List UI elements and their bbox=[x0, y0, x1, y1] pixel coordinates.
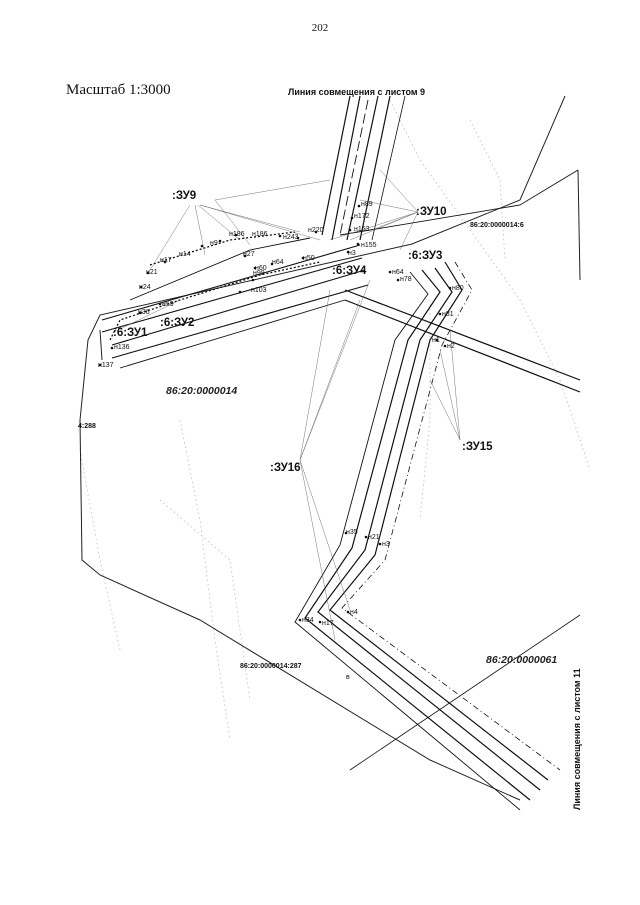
point-label: н3 bbox=[348, 250, 356, 257]
point-label: н21 bbox=[146, 269, 158, 276]
point-label: н17 bbox=[160, 257, 172, 264]
point-label: н186 bbox=[252, 231, 268, 238]
point-label: н3 bbox=[382, 541, 390, 548]
leader-lines bbox=[117, 169, 461, 641]
parcel-label: 4:288 bbox=[78, 423, 96, 430]
point-label: н186 bbox=[229, 231, 245, 238]
point-label: н155 bbox=[361, 242, 377, 249]
point-label: н1 bbox=[432, 337, 440, 344]
quarter-label: 86:20:0000014 bbox=[166, 385, 237, 397]
road-south bbox=[294, 261, 561, 811]
point-label: н64 bbox=[272, 259, 284, 266]
page-number: 202 bbox=[311, 22, 329, 34]
point-markers bbox=[98, 204, 452, 624]
zu1-label: :6:ЗУ1 bbox=[113, 327, 148, 339]
point-label: н172 bbox=[354, 213, 370, 220]
point-label: н136 bbox=[114, 344, 130, 351]
point-label: н220 bbox=[308, 227, 324, 234]
point-label: н103 bbox=[251, 287, 267, 294]
point-label: н81 bbox=[442, 311, 454, 318]
match-line-top-label: Линия совмещения с листом 9 bbox=[288, 87, 426, 97]
road-north bbox=[321, 95, 406, 241]
quarter-label: 86:20:0000061 bbox=[486, 654, 557, 666]
point-label: н27 bbox=[243, 251, 255, 258]
point-label: н9 bbox=[210, 240, 218, 247]
parcel-label: в bbox=[346, 674, 350, 681]
point-label: н60 bbox=[255, 265, 267, 272]
zu3-label: :6:ЗУ3 bbox=[408, 250, 442, 262]
quarter-boundaries bbox=[79, 95, 581, 801]
point-label: н243 bbox=[283, 234, 299, 241]
zu9-label: :ЗУ9 bbox=[172, 190, 196, 202]
zu15-label: :ЗУ15 bbox=[462, 441, 493, 453]
parcel-label: 86:20:0000014:287 bbox=[240, 663, 302, 670]
point-label: н99 bbox=[253, 270, 265, 277]
faint-boundaries bbox=[79, 99, 591, 741]
road-east bbox=[339, 169, 581, 393]
point-label: н35 bbox=[346, 529, 358, 536]
scale-label: Масштаб 1:3000 bbox=[66, 82, 171, 98]
point-label: н24 bbox=[139, 284, 151, 291]
point-label: н78 bbox=[400, 276, 412, 283]
point-label: н89 bbox=[361, 201, 373, 208]
point-label: н59 bbox=[162, 301, 174, 308]
point-label: н50 bbox=[303, 255, 315, 262]
point-label: н137 bbox=[98, 362, 114, 369]
point-label: н36 bbox=[138, 309, 150, 316]
match-line-right bbox=[349, 614, 581, 771]
point-label: н2 bbox=[447, 343, 455, 350]
parcel-label: 86:20:0000014:6 bbox=[470, 222, 524, 229]
point-labels: н89 н172 н153 н155 н3 н220 н186 н186 н24… bbox=[98, 201, 464, 627]
point-label: н153 bbox=[354, 226, 370, 233]
point-label: н34 bbox=[302, 617, 314, 624]
point-label: н21 bbox=[368, 534, 380, 541]
point-label: н80 bbox=[452, 285, 464, 292]
point-label: н17 bbox=[322, 620, 334, 627]
zu2-label: :6:ЗУ2 bbox=[160, 317, 194, 329]
road-diagonal bbox=[101, 237, 369, 369]
zu10-label: :ЗУ10 bbox=[416, 206, 447, 218]
zu16-label: :ЗУ16 bbox=[270, 462, 301, 474]
zu9-dotted-boundary bbox=[109, 231, 321, 341]
point-label: н4 bbox=[350, 609, 358, 616]
point-label: н14 bbox=[179, 251, 191, 258]
point-label: н64 bbox=[392, 269, 404, 276]
zu4-label: :6:ЗУ4 bbox=[332, 265, 367, 277]
